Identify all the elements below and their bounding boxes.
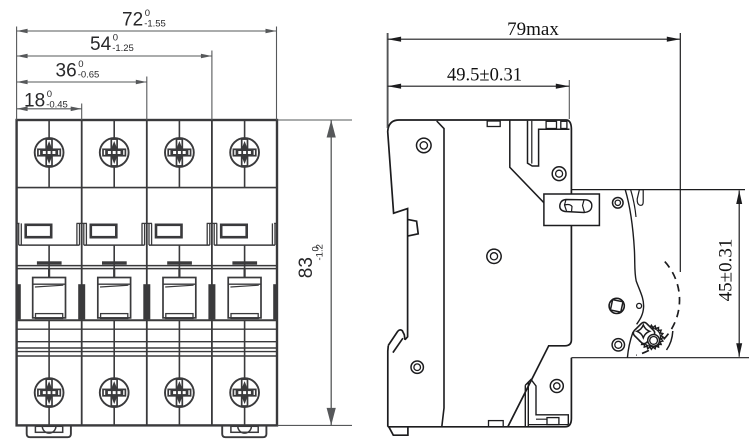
svg-text:49.5±0.31: 49.5±0.31 xyxy=(447,66,522,86)
svg-text:-1.2: -1.2 xyxy=(315,244,326,260)
svg-text:0: 0 xyxy=(78,59,83,70)
svg-text:0: 0 xyxy=(145,8,150,19)
svg-text:83: 83 xyxy=(296,257,317,278)
svg-text:45±0.31: 45±0.31 xyxy=(716,239,737,302)
svg-text:-1.25: -1.25 xyxy=(112,43,134,54)
svg-text:0: 0 xyxy=(113,33,118,44)
svg-text:72: 72 xyxy=(122,9,143,30)
svg-text:79max: 79max xyxy=(507,19,559,40)
svg-text:54: 54 xyxy=(90,34,112,55)
svg-text:36: 36 xyxy=(56,61,77,82)
svg-text:0: 0 xyxy=(311,246,322,251)
svg-text:-1.55: -1.55 xyxy=(144,18,166,29)
svg-text:-0.65: -0.65 xyxy=(78,70,100,81)
svg-text:-0.45: -0.45 xyxy=(46,99,68,110)
svg-text:18: 18 xyxy=(24,90,45,111)
svg-text:0: 0 xyxy=(47,89,52,100)
